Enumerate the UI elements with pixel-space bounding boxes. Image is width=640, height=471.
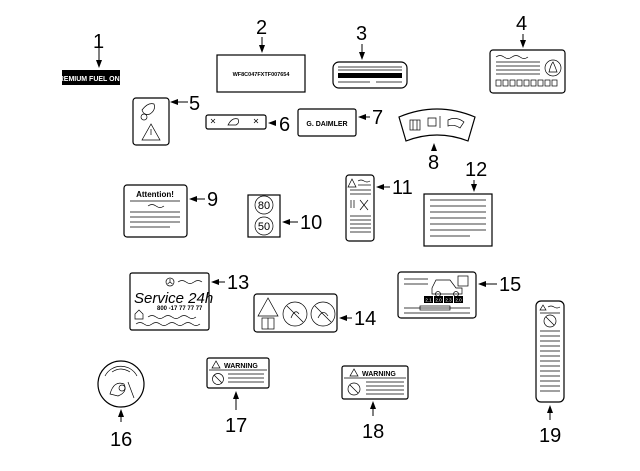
callout-14: 14 — [354, 308, 376, 330]
tire-code-1: 2.1 — [425, 298, 432, 303]
service-phone-text: 800 -17 77 77 77 — [157, 306, 203, 312]
tire-code-3: 2.3 — [445, 298, 452, 303]
label-5-airbag: 5 — [132, 93, 200, 146]
vehicle-silhouette-icon — [431, 279, 463, 295]
label-1-premium-fuel: PREMIUM FUEL ONLY 1 — [54, 31, 128, 85]
label-11-warning: 11 — [345, 174, 413, 242]
callout-13: 13 — [227, 272, 249, 294]
label-19-strip: 19 — [535, 300, 565, 447]
label-15-tire: 2.1 2.0 2.3 2.0 15 — [397, 271, 521, 319]
airbag-deploy-icon — [350, 200, 355, 208]
callout-15: 15 — [499, 274, 521, 296]
label-9-attention: Attention! 9 — [123, 184, 218, 238]
callout-10: 10 — [300, 212, 322, 234]
seat-icon — [227, 118, 240, 126]
warning-17-text: WARNING — [224, 363, 258, 370]
prohibition-circle-icon — [347, 382, 361, 396]
flame-circle-icon — [544, 59, 562, 77]
callout-16: 16 — [110, 429, 132, 451]
callout-4: 4 — [516, 13, 527, 35]
label-10-speed: 80 50 10 — [247, 194, 322, 238]
airbag-icon — [427, 117, 437, 127]
hazard-triangle-icon — [347, 178, 357, 188]
airbag-warning-icon — [109, 382, 126, 397]
vin-text: WF8C047FXTF007654 — [233, 72, 291, 78]
prohibition-circle-icon — [212, 373, 224, 385]
callout-12: 12 — [465, 159, 487, 181]
callout-3: 3 — [356, 23, 367, 45]
label-7-daimler: G. DAIMLER 7 — [297, 107, 383, 137]
warning-18-text: WARNING — [362, 371, 396, 378]
house-icon — [134, 309, 144, 320]
label-8-icons: 8 — [398, 108, 476, 174]
barcode-graphic — [338, 66, 402, 83]
hazard-triangle-icon — [539, 304, 547, 311]
no-child-seat-icon — [282, 301, 308, 327]
label-6-seat: 6 — [205, 114, 290, 136]
label-13-service: Service 24h 800 -17 77 77 77 13 — [129, 272, 249, 331]
speed-bottom-circle — [254, 216, 274, 236]
callout-5: 5 — [189, 93, 200, 115]
callout-19: 19 — [539, 425, 561, 447]
child-seat-icon — [409, 119, 421, 131]
info-boxes-row — [495, 79, 558, 87]
daimler-text: G. DAIMLER — [306, 121, 347, 128]
mercedes-star-icon — [165, 277, 175, 287]
premium-fuel-text: PREMIUM FUEL ONLY — [54, 76, 128, 83]
label-4-info: 4 — [489, 13, 566, 94]
no-smoking-icon — [310, 301, 336, 327]
hazard-triangle-icon — [211, 360, 221, 369]
callout-11: 11 — [392, 177, 413, 199]
speed-bottom-text: 50 — [258, 221, 270, 233]
hazard-triangle-icon — [257, 297, 279, 317]
label-18-warning: WARNING 18 — [341, 365, 409, 443]
callout-7: 7 — [372, 107, 383, 129]
speed-top-text: 80 — [258, 200, 270, 212]
label-14-prohibitions: 14 — [253, 293, 376, 333]
info-text-lines — [495, 55, 540, 75]
hazard-triangle-icon — [141, 123, 161, 141]
label-16-round: 16 — [97, 360, 145, 451]
tire-code-4: 2.0 — [455, 298, 462, 303]
callout-9: 9 — [207, 189, 218, 211]
callout-18: 18 — [362, 421, 384, 443]
hazard-triangle-icon — [349, 368, 359, 377]
label-3-barcode: 3 — [332, 23, 408, 89]
speed-top-circle — [254, 195, 274, 215]
callout-17: 17 — [225, 415, 247, 437]
tire-codes: 2.1 2.0 2.3 2.0 — [424, 296, 463, 303]
callout-6: 6 — [279, 114, 290, 136]
service-text: Service 24h — [134, 290, 213, 307]
car-seat-icon — [447, 118, 465, 129]
callout-8: 8 — [428, 152, 439, 174]
label-2-vin: WF8C047FXTF007654 2 — [216, 17, 306, 93]
callout-1: 1 — [93, 31, 104, 53]
prohibition-circle-icon — [543, 314, 557, 328]
callout-2: 2 — [256, 17, 267, 39]
tire-code-2: 2.0 — [435, 298, 442, 303]
label-12-text: 12 — [423, 159, 493, 247]
attention-text: Attention! — [136, 190, 174, 199]
label-17-warning: WARNING 17 — [206, 357, 270, 437]
